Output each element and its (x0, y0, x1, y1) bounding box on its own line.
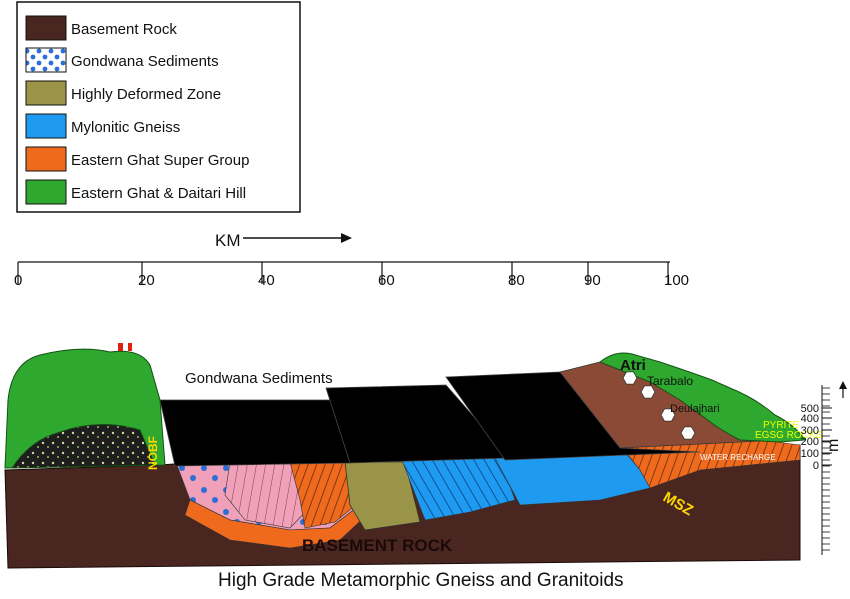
egsg-rocks-label: EGSG ROCKS (755, 430, 823, 441)
scale-tick-label-4: 80 (508, 272, 525, 289)
legend-swatch-1 (25, 47, 67, 73)
scale-tick-label-6: 100 (664, 272, 689, 289)
legend-label-2: Highly Deformed Zone (71, 86, 221, 103)
left-hill-dark-core (11, 424, 156, 469)
scale-arrow-head (341, 233, 352, 243)
depth-tick-label-1: 400 (801, 413, 819, 425)
pyrite-label: PYRITE (763, 420, 799, 431)
legend-label-4: Eastern Ghat Super Group (71, 152, 249, 169)
tarabalo-label: Tarabalo (647, 374, 693, 388)
legend-swatch-3 (25, 113, 67, 139)
scale-tick-label-5: 90 (584, 272, 601, 289)
legend-swatch-5 (25, 179, 67, 205)
left-hill-red-marker (118, 343, 123, 351)
left-hill-red-marker-2 (128, 343, 132, 351)
depth-tick-label-4: 100 (801, 448, 819, 460)
hexagon-marker-3 (680, 426, 696, 440)
water-recharge-label: WATER RECHARGE (700, 453, 776, 462)
basement-rock-label: BASEMENT ROCK (302, 536, 453, 555)
legend-label-5: Eastern Ghat & Daitari Hill (71, 185, 246, 202)
legend-label-0: Basement Rock (71, 21, 177, 38)
legend-swatch-0 (25, 15, 67, 41)
depth-unit-label: m (825, 439, 842, 452)
depth-tick-label-3: 200 (801, 436, 819, 448)
right-green-hills (599, 352, 806, 443)
legend-label-3: Mylonitic Gneiss (71, 119, 180, 136)
deulajhari-label: Deulajhari (670, 403, 720, 415)
nobf-label: NOBF (146, 436, 160, 470)
atri-label: Atri (620, 357, 646, 374)
depth-tick-label-5: 0 (813, 460, 819, 472)
depth-arrow-head (839, 381, 847, 389)
gondwana-sediments-label: Gondwana Sediments (185, 370, 333, 387)
depth-tick-label-0: 500 (801, 403, 819, 415)
scale-tick-label-2: 40 (258, 272, 275, 289)
white-hexagon-markers (622, 371, 696, 440)
depth-tick-label-2: 300 (801, 425, 819, 437)
hexagon-marker-0 (622, 371, 638, 385)
scale-tick-label-3: 60 (378, 272, 395, 289)
cross-section: Gondwana Sediments NOBF BASEMENT ROCK MS… (4, 343, 823, 591)
legend-swatch-2 (25, 80, 67, 106)
hexagon-marker-2 (660, 408, 676, 422)
section-caption: High Grade Metamorphic Gneiss and Granit… (218, 570, 624, 591)
scale-tick-label-0: 0 (14, 272, 22, 289)
highly-deformed-zone (344, 461, 421, 531)
surface-slab-left (159, 399, 351, 467)
legend-swatch-4 (25, 146, 67, 172)
scale-tick-label-1: 20 (138, 272, 155, 289)
legend-label-1: Gondwana Sediments (71, 53, 219, 70)
scale-bar: KM 0 20 40 60 80 90 100 (14, 231, 689, 289)
hexagon-marker-1 (640, 385, 656, 399)
scale-unit-label: KM (215, 231, 241, 250)
surface-slab-right (445, 371, 701, 461)
